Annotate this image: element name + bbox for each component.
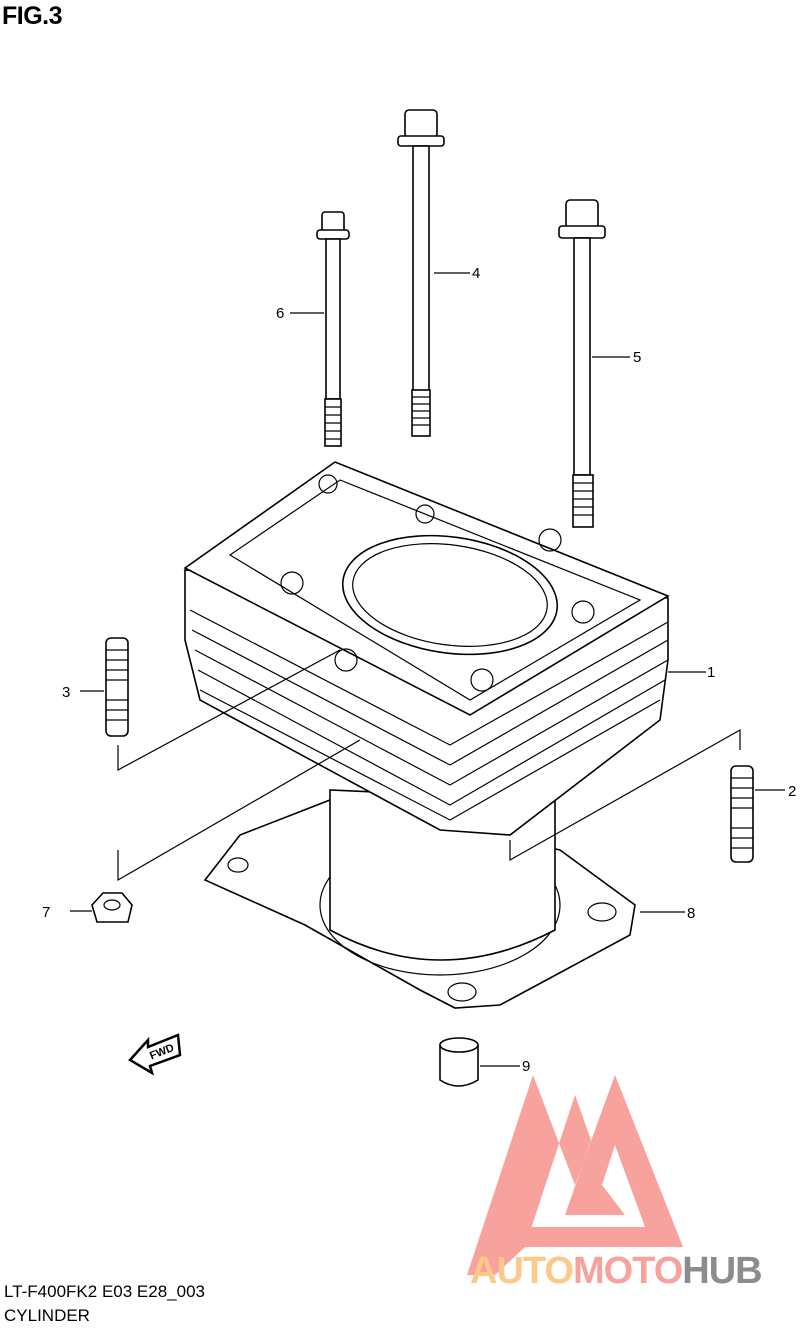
- callout-2: 2: [788, 783, 796, 800]
- forward-direction-arrow: FWD: [128, 1033, 182, 1076]
- callout-4: 4: [472, 265, 480, 282]
- watermark-moto: MOTO: [572, 1250, 683, 1292]
- footer-caption: LT-F400FK2 E03 E28_003 CYLINDER: [4, 1280, 205, 1328]
- part-2-stud[interactable]: [730, 765, 754, 863]
- callout-9: 9: [522, 1058, 530, 1075]
- watermark-auto: AUTO: [470, 1250, 574, 1292]
- watermark-text: AUTOMOTOHUB: [470, 1250, 763, 1293]
- model-code: LT-F400FK2 E03 E28_003: [4, 1282, 205, 1301]
- part-9-dowel-pin[interactable]: [439, 1037, 479, 1087]
- callout-3: 3: [62, 684, 70, 701]
- part-4-long-bolt[interactable]: [397, 109, 445, 437]
- figure-title: FIG.3: [2, 2, 63, 30]
- part-5-long-bolt[interactable]: [558, 199, 606, 528]
- callout-8: 8: [687, 905, 695, 922]
- automotohub-logo-watermark: [467, 1075, 683, 1275]
- part-3-stud[interactable]: [105, 637, 129, 737]
- callout-5: 5: [633, 349, 641, 366]
- part-6-bolt[interactable]: [316, 211, 350, 447]
- watermark-hub: HUB: [682, 1250, 762, 1292]
- part-1-cylinder[interactable]: [183, 461, 670, 961]
- callout-7: 7: [42, 904, 50, 921]
- part-7-nut[interactable]: [91, 892, 133, 923]
- section-name: CYLINDER: [4, 1306, 90, 1325]
- callout-6: 6: [276, 305, 284, 322]
- callout-1: 1: [707, 664, 715, 681]
